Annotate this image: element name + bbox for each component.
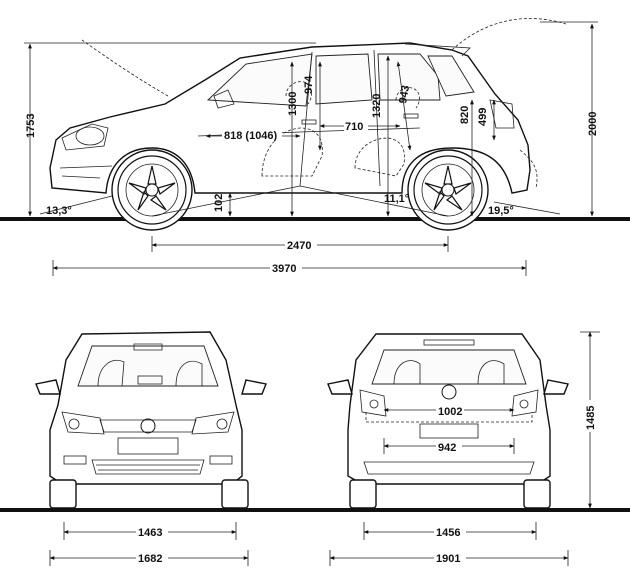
open-tailgate-arc xyxy=(451,18,567,51)
front-badge xyxy=(140,418,156,434)
front-track-label: 1463 xyxy=(138,527,162,539)
overall-length-label: 3970 xyxy=(272,263,296,275)
rear-right-tire xyxy=(523,479,551,509)
ramp-angle-label: 11,1° xyxy=(384,193,409,205)
knee-room-label: 818 (1046) xyxy=(224,130,278,142)
front-angle-label: 13,3° xyxy=(46,205,72,217)
rear-ground-line xyxy=(300,508,630,512)
rear-headroom-diag-label: 943 xyxy=(397,84,412,104)
front-headroom-vertical-label: 1300 xyxy=(287,92,299,116)
rear-width-label: 1901 xyxy=(436,553,460,565)
rear-track-label: 1456 xyxy=(436,527,460,539)
front-left-mirror xyxy=(35,379,61,395)
front-right-headlight xyxy=(191,411,235,435)
cargo-height-label: 499 xyxy=(477,108,489,126)
side-front-door-window xyxy=(315,53,373,105)
front-width-label: 1682 xyxy=(138,553,162,565)
rear-angle-label: 19,5° xyxy=(488,205,514,217)
front-right-tire xyxy=(221,479,249,509)
ground-clearance-label: 102 xyxy=(213,194,225,212)
rear-left-tire xyxy=(349,479,377,509)
side-headlight xyxy=(61,123,109,151)
rear-window xyxy=(371,349,527,385)
rear-right-taillight xyxy=(511,389,539,417)
front-ground-line xyxy=(0,508,300,512)
front-headroom-diag-label: 974 xyxy=(303,75,315,94)
rear-license-plate xyxy=(419,423,479,439)
side-front-wheel xyxy=(111,149,193,231)
side-ground-line xyxy=(0,217,630,221)
side-mirror xyxy=(213,89,235,109)
side-rear-quarter-window xyxy=(427,55,475,97)
open-hood-arc xyxy=(81,39,169,97)
rear-left-taillight xyxy=(359,389,387,417)
front-right-mirror xyxy=(241,379,267,395)
loading-sill-label: 820 xyxy=(459,106,471,124)
front-left-headlight xyxy=(61,411,105,435)
overall-height-label: 1753 xyxy=(25,114,37,138)
rear-load-width-label: 1002 xyxy=(438,406,462,418)
front-windshield xyxy=(77,345,219,387)
front-view: 1463 1682 xyxy=(0,331,300,566)
rear-view: 1002 942 1485 1456 1901 xyxy=(300,331,630,566)
side-rear-wheel xyxy=(407,149,489,231)
rear-badge xyxy=(441,384,457,400)
front-grille xyxy=(99,419,197,433)
front-license-plate xyxy=(117,437,179,455)
side-view: 1753 2000 1300 974 1320 943 820 499 818 … xyxy=(0,18,630,276)
wheelbase-label: 2470 xyxy=(287,240,311,252)
rear-height-label: 1485 xyxy=(585,406,597,430)
rear-left-mirror xyxy=(327,379,353,395)
rear-arch-width-label: 942 xyxy=(438,442,456,454)
rear-right-mirror xyxy=(543,379,569,395)
rear-legroom-label: 710 xyxy=(345,121,363,133)
rear-headroom-vertical-label: 1320 xyxy=(371,94,383,118)
front-left-tire xyxy=(49,479,77,509)
tailgate-height-label: 2000 xyxy=(587,112,599,136)
